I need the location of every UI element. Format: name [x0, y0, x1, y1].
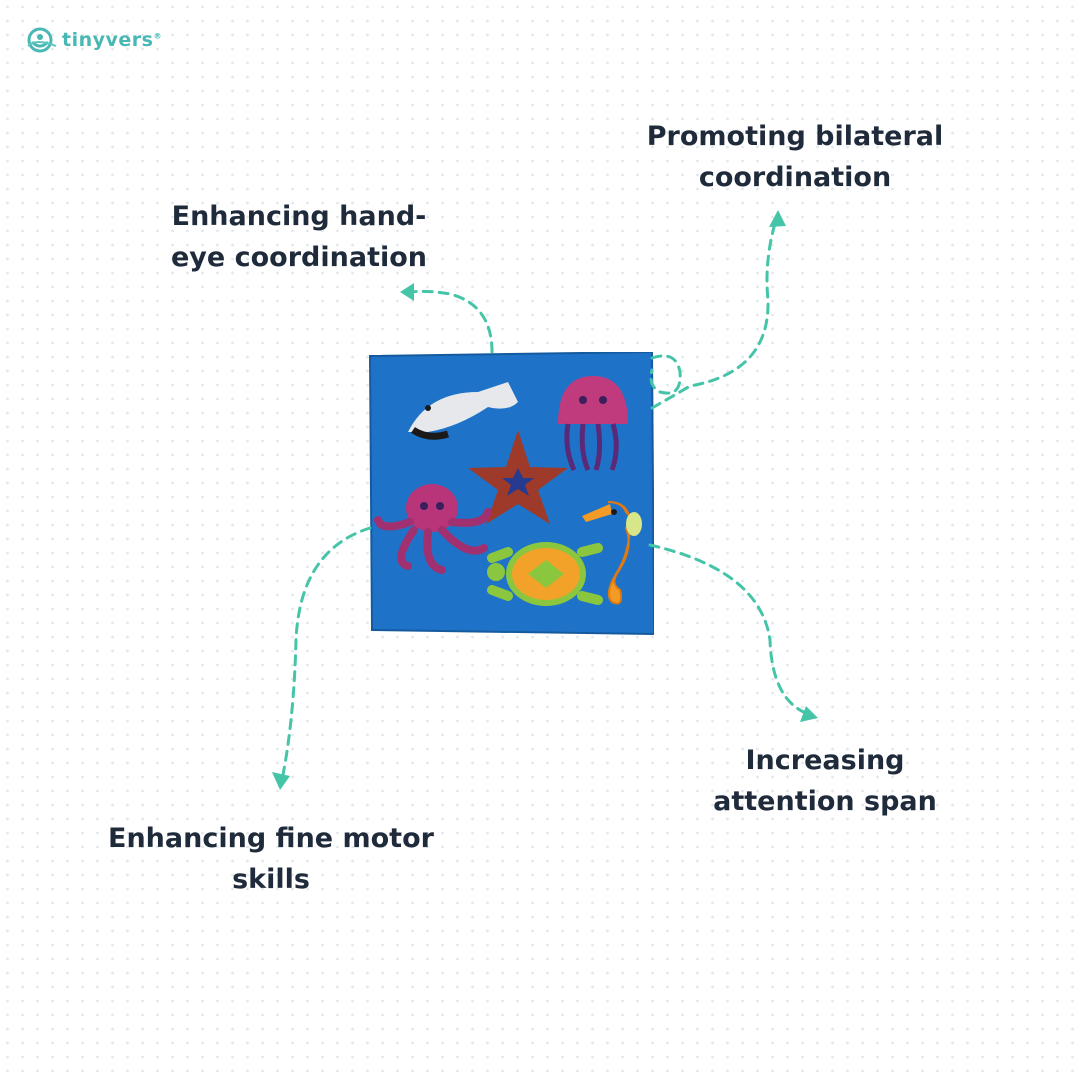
arrow-to-bilateral — [650, 218, 778, 410]
arrow-to-attention — [648, 543, 810, 716]
sea-animal-felt-board — [368, 350, 656, 636]
smile-wave-logo-icon — [27, 27, 57, 53]
benefit-attention-span: Increasing attention span — [713, 745, 937, 817]
arrowhead-fine-motor — [272, 772, 290, 790]
arrow-to-hand-eye — [408, 289, 494, 354]
benefit-fine-motor-skills: Enhancing fine motor skills — [108, 823, 434, 895]
arrow-to-fine-motor — [280, 526, 372, 782]
brand-logo[interactable]: tinyvers® — [26, 24, 162, 56]
jellyfish-icon — [558, 376, 628, 472]
seahorse-icon — [582, 501, 642, 605]
bilateral-loop — [649, 354, 682, 395]
starfish-icon — [468, 430, 568, 524]
arrowhead-attention — [800, 706, 818, 722]
arrowhead-bilateral — [769, 210, 786, 227]
arrowhead-hand-eye — [400, 283, 414, 301]
turtle-icon — [487, 542, 603, 606]
whale-icon — [408, 382, 518, 440]
brand-name: tinyvers® — [62, 29, 162, 51]
benefit-hand-eye-coordination: Enhancing hand- eye coordination — [171, 201, 427, 273]
octopus-icon — [374, 484, 492, 574]
benefit-bilateral-coordination: Promoting bilateral coordination — [646, 121, 944, 193]
